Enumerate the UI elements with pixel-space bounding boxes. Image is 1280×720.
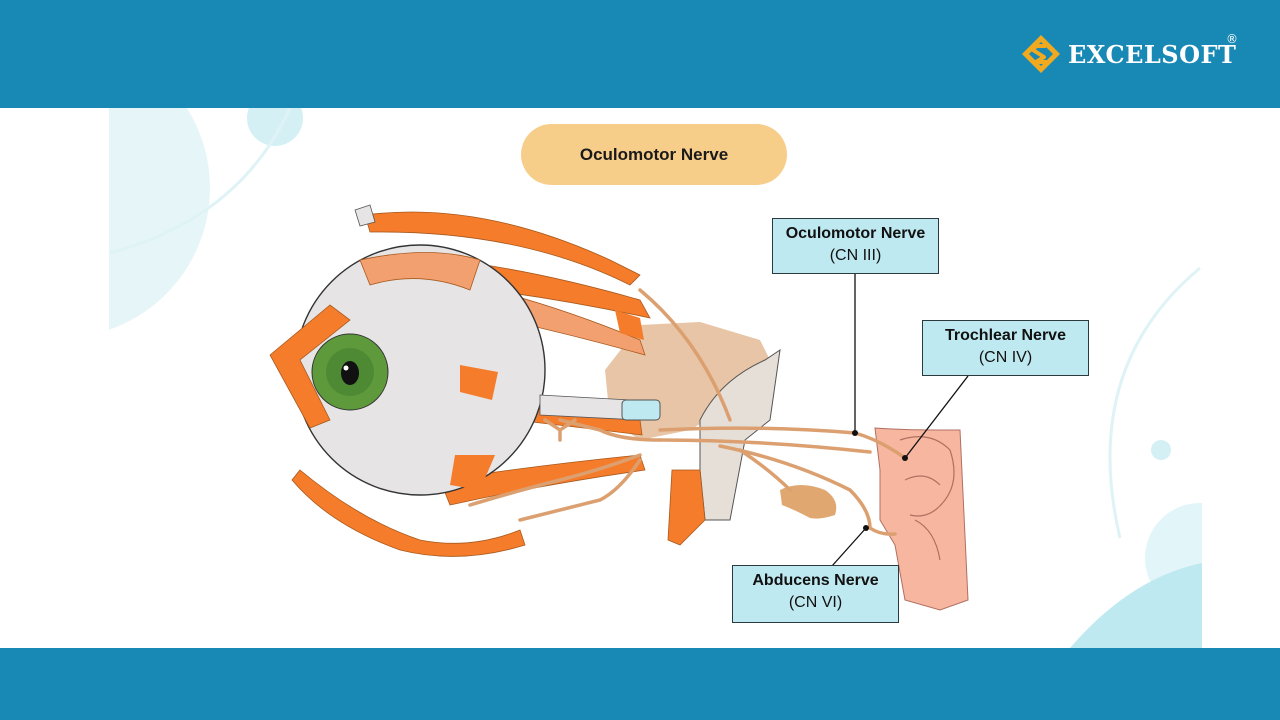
trochlea-muscle [615, 310, 644, 340]
superior-oblique [364, 211, 641, 286]
lid-muscle [269, 304, 351, 429]
footer-band [0, 648, 1280, 720]
label-sub: (CN IV) [978, 349, 1033, 366]
label-abducens-nerve: Abducens Nerve (CN VI) [732, 565, 899, 623]
label-sub: (CN III) [829, 247, 882, 264]
label-trochlear-nerve: Trochlear Nerve (CN IV) [922, 320, 1089, 376]
page-title: Oculomotor Nerve [521, 124, 787, 185]
label-name: Trochlear Nerve [945, 327, 1066, 344]
callout-leaders [831, 274, 969, 567]
label-name: Oculomotor Nerve [785, 225, 926, 242]
label-name: Abducens Nerve [752, 572, 879, 589]
label-oculomotor-nerve: Oculomotor Nerve (CN III) [772, 218, 939, 274]
inferior-oblique [291, 469, 526, 557]
optic-canal [621, 399, 661, 421]
background-decoration [0, 108, 1280, 648]
excelsoft-logo-icon [1022, 35, 1060, 73]
muscle-origin [667, 469, 706, 546]
brainstem [874, 427, 969, 611]
nerve-paths [468, 288, 907, 536]
label-sub: (CN VI) [788, 594, 843, 611]
header-band [0, 0, 1280, 108]
registered-mark: ® [1226, 32, 1238, 46]
pituitary [780, 485, 837, 519]
pupil [341, 361, 359, 385]
brand-logo: EXCELSOFT ® [1020, 32, 1238, 76]
brand-name: EXCELSOFT [1068, 39, 1237, 69]
